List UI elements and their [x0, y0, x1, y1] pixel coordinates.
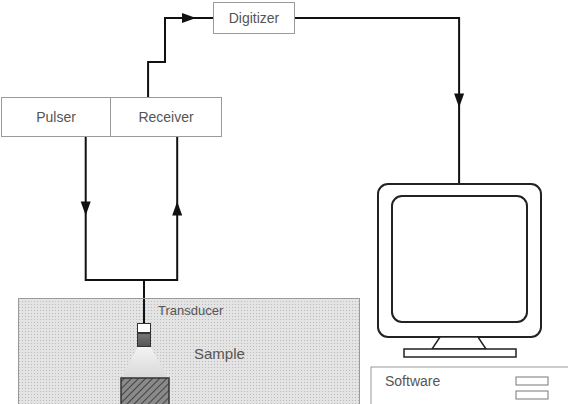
digitizer-box: Digitizer — [213, 2, 295, 34]
node-label: Sample — [194, 345, 245, 362]
connector-line — [144, 137, 177, 323]
connector-line — [295, 18, 459, 183]
signal-connector — [81, 137, 144, 323]
arrowhead — [172, 202, 182, 216]
connector-line — [86, 137, 144, 323]
sample-tank-fill — [18, 298, 360, 404]
test-object — [121, 378, 169, 404]
transducer: Transducer — [137, 323, 151, 347]
node-label: Pulser — [36, 109, 76, 125]
node-label: Software — [385, 373, 440, 389]
arrowhead — [182, 13, 196, 23]
node-label: Receiver — [138, 109, 193, 125]
sample-tank: TransducerSample — [18, 298, 360, 404]
node-label: Transducer — [158, 303, 223, 318]
arrowhead — [81, 202, 91, 216]
arrowhead — [454, 94, 464, 108]
signal-connector — [144, 137, 182, 323]
pulser-box: Pulser — [1, 97, 111, 137]
computer-base — [371, 367, 568, 404]
computer: Software — [370, 183, 568, 404]
node-label: Digitizer — [229, 10, 280, 26]
ultrasound-beam — [122, 346, 168, 378]
computer-monitor — [378, 184, 541, 357]
signal-connector — [295, 18, 464, 183]
connector-line — [148, 18, 213, 97]
receiver-box: Receiver — [110, 97, 222, 137]
signal-connector — [148, 13, 213, 97]
